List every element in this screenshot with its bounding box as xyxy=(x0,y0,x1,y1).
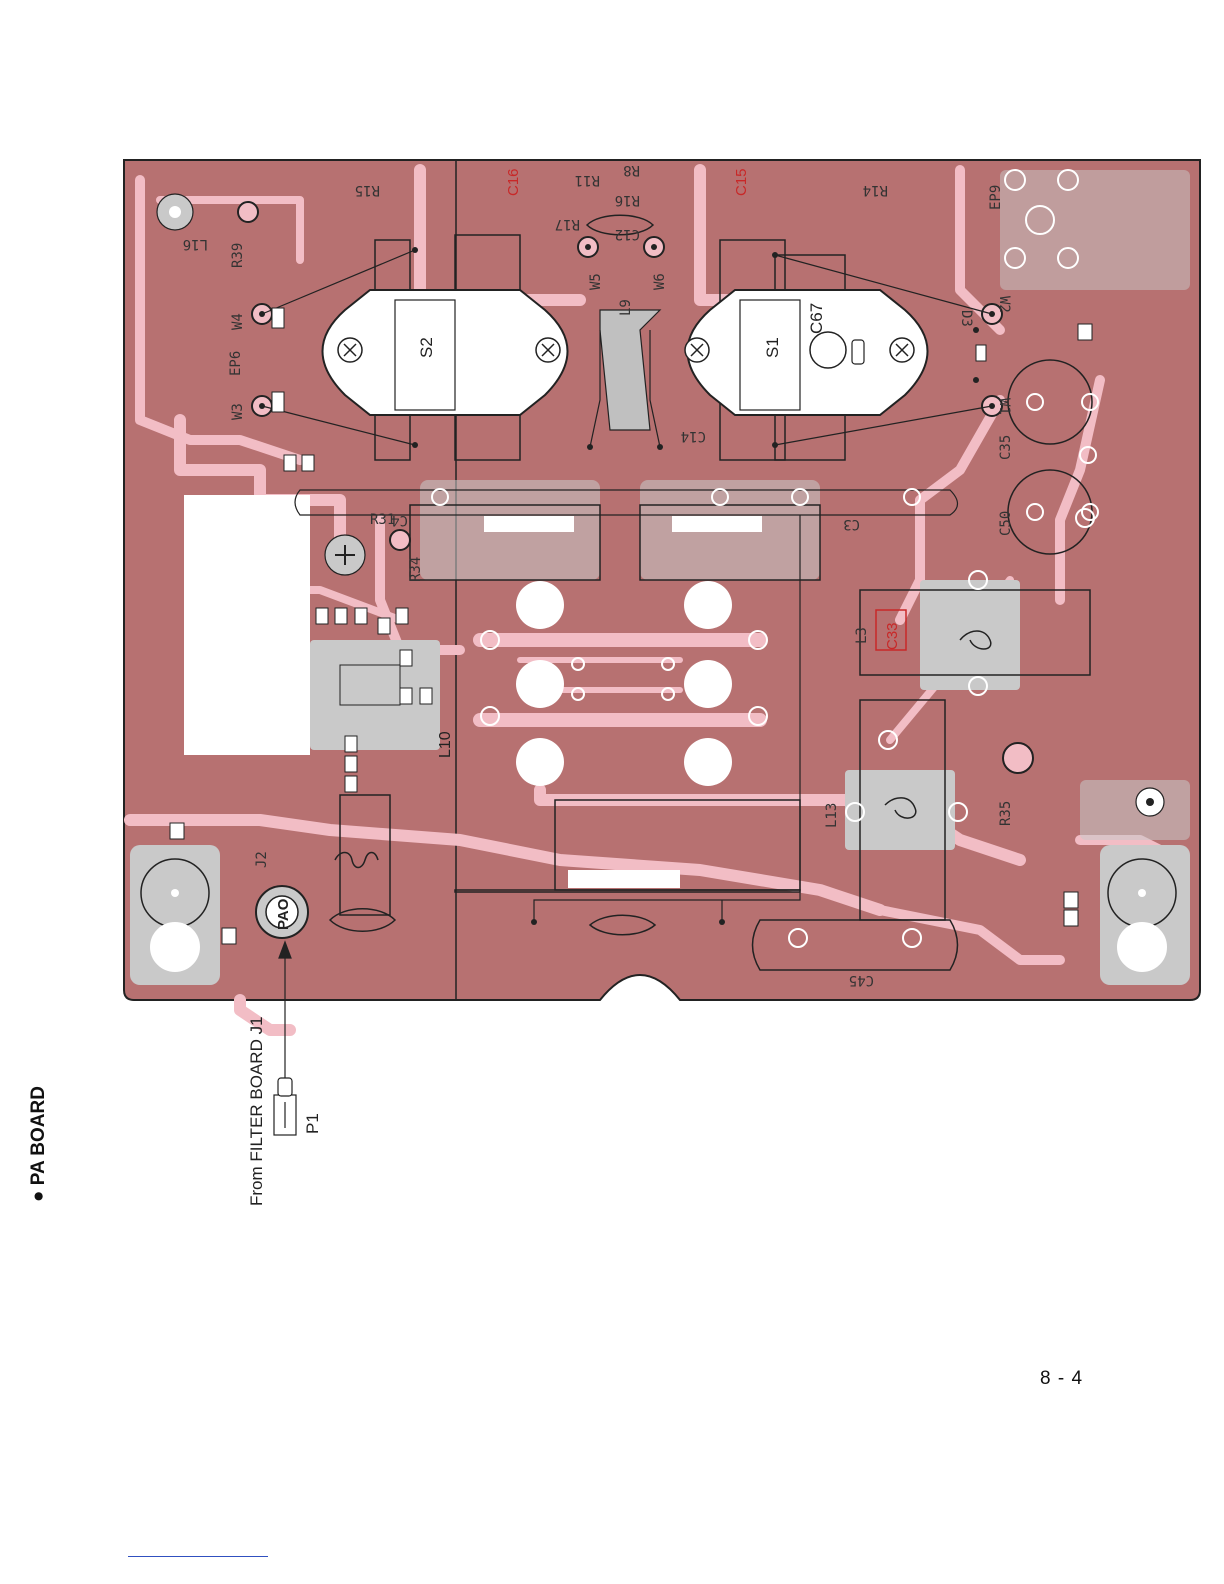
label-r8: R8 xyxy=(623,162,640,178)
label-c14: C14 xyxy=(681,428,706,444)
label-l16: L16 xyxy=(183,236,208,252)
label-c12: C12 xyxy=(615,226,640,242)
bar-pad-1 xyxy=(484,516,574,532)
label-w2: W2 xyxy=(996,296,1012,313)
label-r31: R31 xyxy=(370,512,395,528)
label-w6: W6 xyxy=(652,273,668,290)
label-r14: R14 xyxy=(863,182,888,198)
label-c35: C35 xyxy=(998,435,1014,460)
label-r11: R11 xyxy=(575,172,600,188)
label-w5: W5 xyxy=(588,273,604,290)
bar-pad-3 xyxy=(568,870,680,888)
label-l10: L10 xyxy=(437,731,454,758)
label-r15: R15 xyxy=(355,182,380,198)
label-r35: R35 xyxy=(998,801,1014,826)
label-l3: L3 xyxy=(854,627,870,644)
label-s1: S1 xyxy=(763,337,782,358)
page-number: 8 - 4 xyxy=(1040,1368,1083,1390)
label-r17: R17 xyxy=(555,216,580,232)
label-r39: R39 xyxy=(230,243,246,268)
label-w1: W1 xyxy=(996,398,1012,415)
label-c33: C33 xyxy=(884,622,901,650)
transistor-s2 xyxy=(323,290,568,415)
label-l13: L13 xyxy=(824,803,840,828)
label-l9: L9 xyxy=(618,299,634,316)
label-s2: S2 xyxy=(417,337,436,358)
trimmer-pot xyxy=(325,535,365,575)
plug-label: P1 xyxy=(303,1113,322,1134)
footer-rule xyxy=(128,1556,268,1557)
label-pao: PAO xyxy=(275,898,292,930)
label-c45: C45 xyxy=(849,972,874,988)
blank-pad-left xyxy=(184,495,310,755)
label-ep6: EP6 xyxy=(228,351,244,376)
label-c67: C67 xyxy=(807,303,826,334)
label-d3: D3 xyxy=(958,310,974,327)
section-title: ● PA BOARD xyxy=(28,1086,49,1202)
bar-pad-2 xyxy=(672,516,762,532)
source-label: From FILTER BOARD J1 xyxy=(247,1016,266,1206)
label-w4: W4 xyxy=(230,313,246,330)
label-r16: R16 xyxy=(615,192,640,208)
label-c3: C3 xyxy=(843,516,860,532)
label-c16: C16 xyxy=(505,168,522,196)
label-c50: C50 xyxy=(998,511,1014,536)
label-r34: R34 xyxy=(408,557,424,582)
label-ep9: EP9 xyxy=(988,185,1004,210)
label-w3: W3 xyxy=(230,403,246,420)
label-j2: J2 xyxy=(254,851,270,868)
label-c15: C15 xyxy=(733,168,750,196)
